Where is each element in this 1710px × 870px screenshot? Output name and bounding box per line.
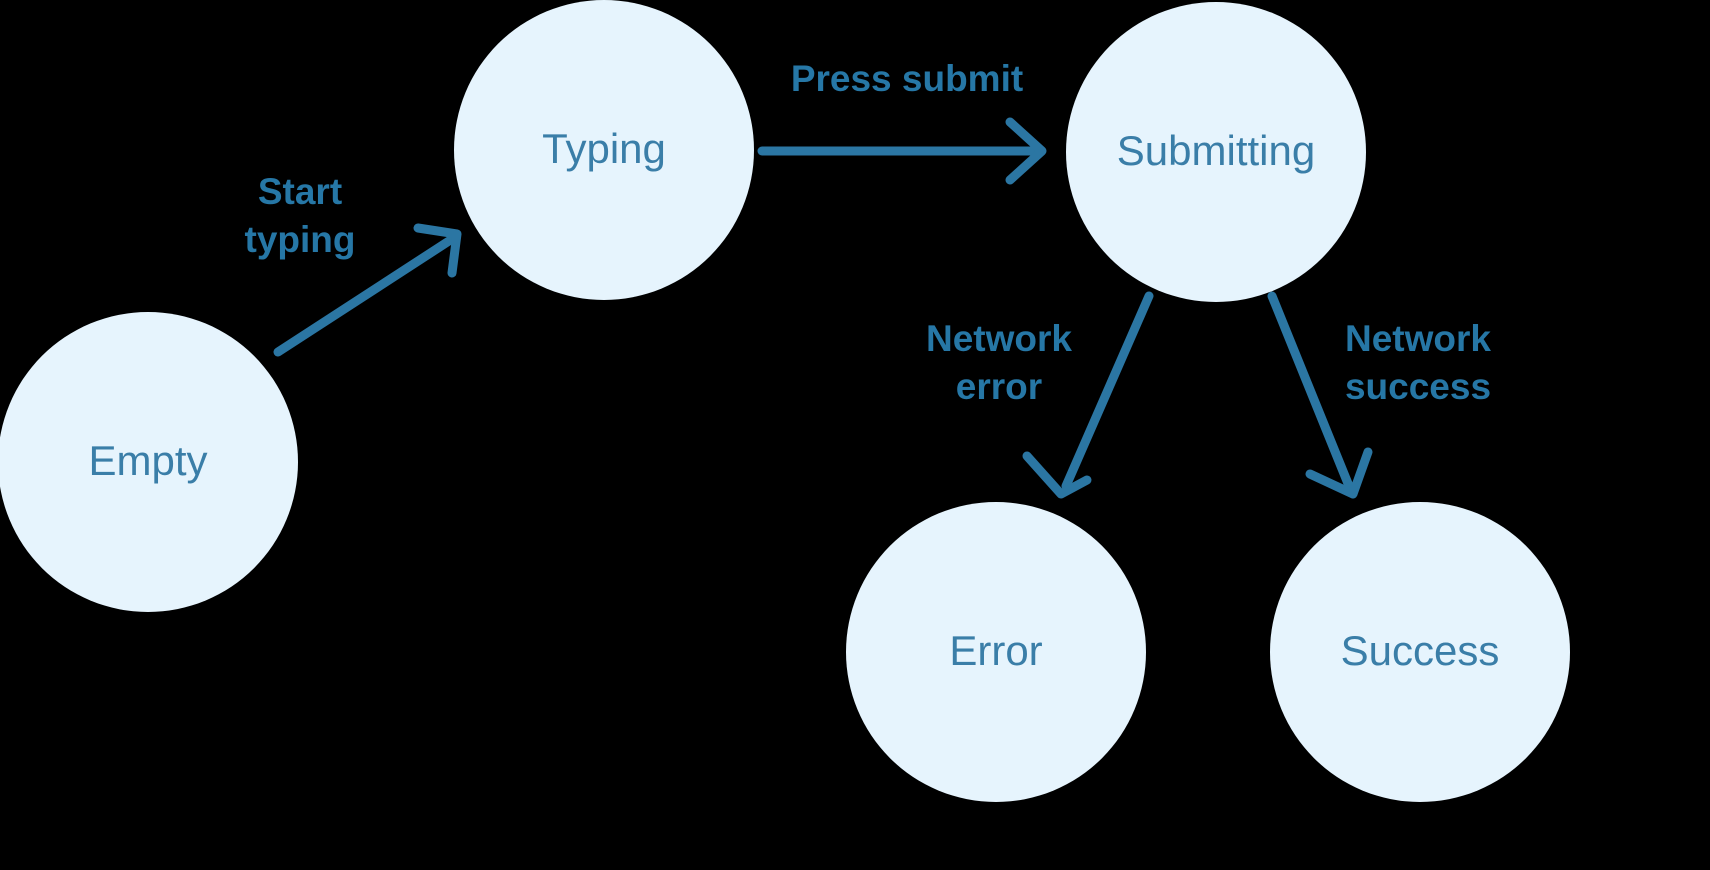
edge-label-line: error xyxy=(956,366,1042,407)
node-shape xyxy=(846,502,1146,802)
edge-line xyxy=(1267,291,1354,491)
node-shape xyxy=(454,0,754,300)
edge-empty-to-typing[interactable] xyxy=(273,223,462,357)
edge-line xyxy=(273,234,457,357)
node-label: Empty xyxy=(88,437,207,484)
edge-submitting-to-success[interactable] xyxy=(1267,291,1373,499)
node-label: Submitting xyxy=(1117,127,1315,174)
arrowhead-icon xyxy=(1305,447,1373,499)
edge-label-press-submit: Press submit xyxy=(791,58,1023,99)
node-submitting[interactable]: Submitting xyxy=(1066,2,1366,302)
edge-label-line: success xyxy=(1345,366,1491,407)
edges-group xyxy=(273,117,1373,499)
node-typing[interactable]: Typing xyxy=(454,0,754,300)
nodes-group: Empty Typing Submitting Error Success xyxy=(0,0,1570,802)
edge-typing-to-submitting[interactable] xyxy=(757,117,1047,185)
arrowhead-icon xyxy=(1022,451,1092,499)
node-success[interactable]: Success xyxy=(1270,502,1570,802)
node-shape xyxy=(0,312,298,612)
node-label: Typing xyxy=(542,125,666,172)
edge-label-network-success: Network success xyxy=(1345,318,1491,407)
node-error[interactable]: Error xyxy=(846,502,1146,802)
arrowhead-icon xyxy=(413,223,462,278)
edge-label-line: typing xyxy=(245,219,356,260)
edge-label-network-error: Network error xyxy=(926,318,1072,407)
edge-line xyxy=(1061,291,1154,491)
edge-label-line: Network xyxy=(1345,318,1491,359)
edge-label-line: Press submit xyxy=(791,58,1023,99)
edge-label-line: Start xyxy=(258,171,342,212)
arrowhead-icon xyxy=(1005,117,1047,185)
edge-submitting-to-error[interactable] xyxy=(1022,291,1154,499)
node-label: Success xyxy=(1341,627,1500,674)
node-shape xyxy=(1270,502,1570,802)
edge-label-start-typing: Start typing xyxy=(245,171,356,260)
node-shape xyxy=(1066,2,1366,302)
node-label: Error xyxy=(949,627,1042,674)
edge-labels-group: Start typing Press submit Network error … xyxy=(245,58,1492,407)
edge-label-line: Network xyxy=(926,318,1072,359)
node-empty[interactable]: Empty xyxy=(0,312,298,612)
